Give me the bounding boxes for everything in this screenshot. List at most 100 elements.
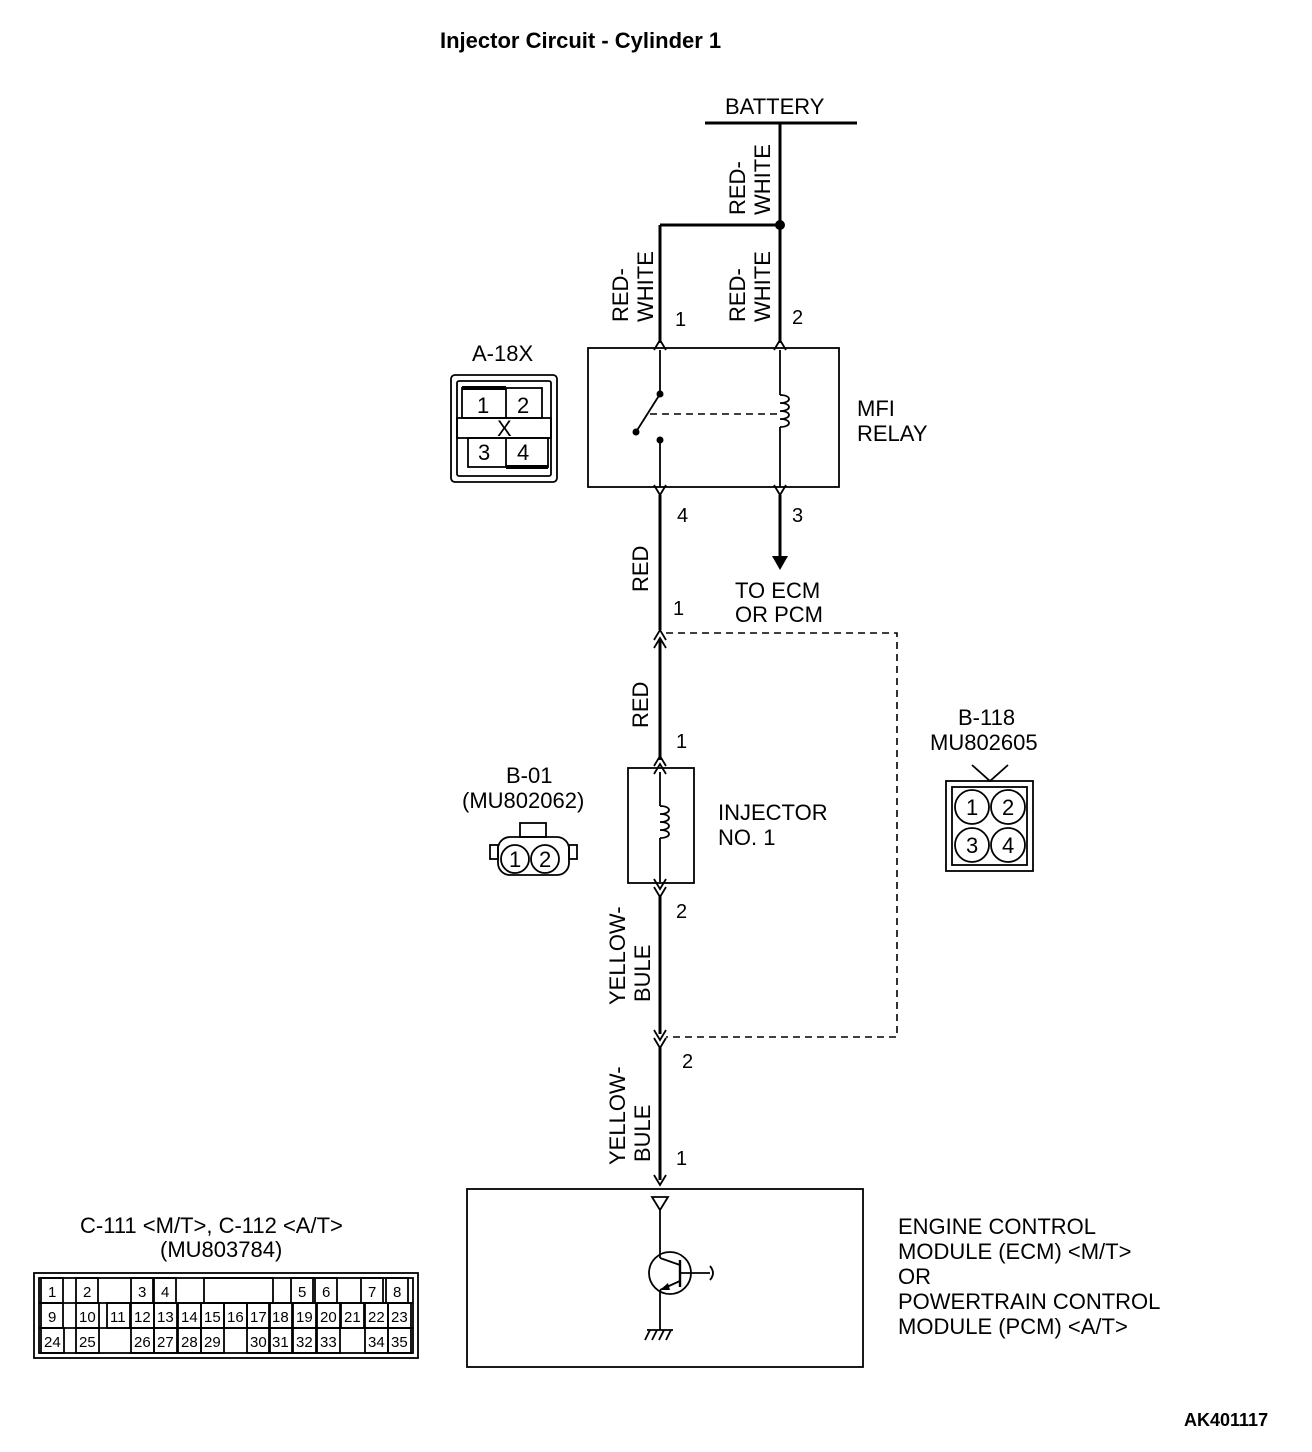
- b01-name: B-01: [506, 763, 552, 788]
- chevron-icon: [653, 628, 667, 641]
- chevron-icon: [653, 762, 667, 775]
- chevron-icon: [653, 754, 667, 767]
- a18x-cell-4: 4: [517, 440, 529, 465]
- c111-cell: [75, 1327, 100, 1354]
- b118-cell-4: 4: [1002, 833, 1014, 858]
- c111-cell-label: 24: [44, 1334, 61, 1351]
- c111-cell-label: 9: [48, 1309, 56, 1326]
- b118-part: MU802605: [930, 730, 1038, 755]
- c111-name: C-111 <M/T>, C-112 <A/T>: [80, 1213, 343, 1238]
- diagram-title: Injector Circuit - Cylinder 1: [440, 28, 721, 53]
- c111-cell: [316, 1327, 341, 1354]
- a18x-cell-2: 2: [517, 393, 529, 418]
- c111-cell-label: 30: [250, 1334, 267, 1351]
- b118-housing: [945, 780, 1034, 872]
- c111-cell-label: 18: [272, 1309, 289, 1326]
- to-ecm-label-1: TO ECM: [735, 578, 820, 603]
- c111-cell: [387, 1327, 412, 1354]
- injector-box: [627, 767, 695, 884]
- c111-cell: [246, 1327, 271, 1354]
- ecm-label-4: POWERTRAIN CONTROL: [898, 1289, 1160, 1314]
- c111-cell-label: 7: [368, 1284, 376, 1301]
- c111-cell: [153, 1327, 178, 1354]
- c111-blank-cell: [203, 1277, 274, 1304]
- b01-cell-2: 2: [539, 847, 551, 872]
- a18x-housing: [450, 374, 558, 483]
- b01-cell-1: 1: [509, 847, 521, 872]
- switch-pivot: [632, 428, 640, 436]
- c111-cell-label: 32: [296, 1334, 313, 1351]
- c111-cell-label: 5: [298, 1284, 306, 1301]
- relay-pin-2: 2: [792, 307, 803, 329]
- relay-pin-1: 1: [675, 309, 686, 331]
- relay-pin-4: 4: [677, 505, 688, 527]
- label-relay-pin2-wire: RED- WHITE: [725, 251, 775, 322]
- c111-cell-label: 28: [181, 1334, 198, 1351]
- b118-cell-3: 3: [966, 833, 978, 858]
- label-battery-feed: RED- WHITE: [725, 144, 775, 215]
- chevron-icon: [653, 878, 667, 891]
- svg-text:WHITE: WHITE: [633, 251, 658, 322]
- c111-cell-label: 10: [79, 1309, 96, 1326]
- c111-cell: [340, 1302, 365, 1329]
- a18x-name: A-18X: [472, 341, 533, 366]
- c111-cell-label: 34: [368, 1334, 385, 1351]
- c111-housing: [33, 1272, 419, 1359]
- relay-coil-icon: [779, 394, 790, 428]
- c111-cell-label: 25: [79, 1334, 96, 1351]
- c111-cell-label: 14: [181, 1309, 198, 1326]
- c111-cell-label: 19: [296, 1309, 313, 1326]
- ecm-input-icon: [650, 1196, 670, 1212]
- c111-cell-label: 4: [161, 1284, 169, 1301]
- mfi-relay-box: [587, 347, 840, 488]
- b118-cell-1: 1: [966, 795, 978, 820]
- svg-text:BULE: BULE: [630, 1105, 655, 1162]
- svg-text:WHITE: WHITE: [750, 251, 775, 322]
- b01-part: (MU802062): [462, 788, 584, 813]
- chevron-icon: [653, 338, 667, 351]
- ecm-label-3: OR: [898, 1264, 931, 1289]
- ecm-box: [466, 1188, 864, 1368]
- c111-cell-label: 3: [138, 1284, 146, 1301]
- c111-cell: [292, 1327, 317, 1354]
- svg-text:RED-: RED-: [725, 268, 750, 322]
- injector-label-2: NO. 1: [718, 825, 775, 850]
- c111-cell-label: 13: [157, 1309, 174, 1326]
- b118-name: B-118: [958, 705, 1015, 730]
- relay-pin-3: 3: [792, 505, 803, 527]
- wire-label-yellow-1: YELLOW- BULE: [605, 906, 655, 1005]
- svg-text:YELLOW-: YELLOW-: [605, 1066, 630, 1165]
- svg-text:RED-: RED-: [725, 161, 750, 215]
- relay-label-1: MFI: [857, 396, 895, 421]
- chevron-icon: [773, 338, 787, 351]
- chevron-icon: [653, 1029, 667, 1042]
- c111-cell: [106, 1302, 131, 1329]
- injector-label-1: INJECTOR: [718, 800, 828, 825]
- figure-id: AK401117: [1184, 1410, 1268, 1430]
- b118-pin-2: 2: [682, 1051, 693, 1073]
- svg-text:WHITE: WHITE: [750, 144, 775, 215]
- ecm-pin-1: 1: [676, 1148, 687, 1170]
- c111-cell-label: 35: [391, 1334, 408, 1351]
- wire-label-yellow-2: YELLOW- BULE: [605, 1066, 655, 1165]
- c111-cell-label: 11: [110, 1309, 126, 1326]
- switch-arm: [635, 393, 661, 433]
- injector-pin-2: 2: [676, 901, 687, 923]
- c111-cell-label: 16: [227, 1309, 244, 1326]
- injector-coil-icon: [659, 805, 670, 839]
- to-ecm-label-2: OR PCM: [735, 602, 823, 627]
- c111-cell-label: 26: [134, 1334, 151, 1351]
- c111-cell: [200, 1327, 225, 1354]
- c111-cell-label: 27: [157, 1334, 174, 1351]
- c111-cell-label: 23: [391, 1309, 408, 1326]
- chevron-icon: [653, 636, 667, 649]
- b118-cell-2: 2: [1002, 795, 1014, 820]
- relay-label-2: RELAY: [857, 421, 928, 446]
- svg-text:YELLOW-: YELLOW-: [605, 906, 630, 1005]
- arrow-down-icon: [772, 556, 788, 570]
- c111-cell-label: 29: [204, 1334, 221, 1351]
- a18x-center: X: [497, 416, 512, 441]
- chevron-icon: [653, 1174, 667, 1187]
